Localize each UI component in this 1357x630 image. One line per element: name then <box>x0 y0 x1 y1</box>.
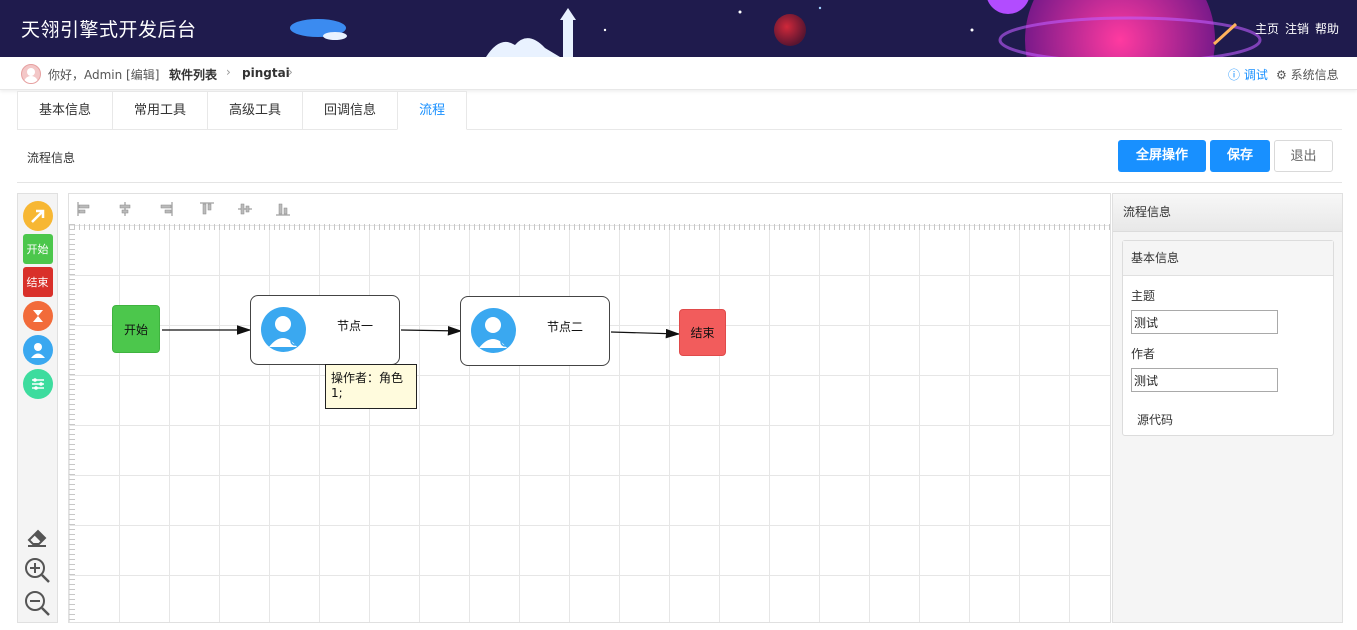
start-node[interactable]: 开始 <box>112 305 160 353</box>
ruler-top <box>69 224 1110 230</box>
sliders-icon <box>22 368 53 399</box>
help-link[interactable]: 帮助 <box>1314 22 1339 36</box>
breadcrumb-chevron-icon: › <box>288 65 293 79</box>
section-label: 流程信息 <box>27 151 76 165</box>
task-node-1-label: 节点一 <box>337 319 374 333</box>
author-label: 作者 <box>1131 347 1156 361</box>
debug-label: 调试 <box>1243 68 1268 82</box>
align-bottom-icon[interactable] <box>276 202 290 216</box>
save-button[interactable]: 保存 <box>1210 140 1270 172</box>
align-top-icon[interactable] <box>200 202 214 216</box>
subject-label: 主题 <box>1131 289 1156 303</box>
info-icon: ⓘ <box>1228 68 1244 82</box>
align-center-icon[interactable] <box>118 202 132 216</box>
tab-bar: 基本信息 常用工具 高级工具 回调信息 流程 <box>17 91 1342 130</box>
palette-connector[interactable] <box>22 200 53 231</box>
basic-info-box: 基本信息 主题 作者 源代码 <box>1122 240 1334 436</box>
palette-end[interactable]: 结束 <box>22 266 53 297</box>
align-toolbar <box>69 194 1110 224</box>
ruler-left <box>69 224 75 622</box>
task-node-1[interactable]: 节点一 <box>250 295 400 365</box>
flow-canvas[interactable]: 开始 节点一 节点二 结束 操作者：角色1; <box>68 193 1111 623</box>
tab-basic-info[interactable]: 基本信息 <box>17 91 114 129</box>
breadcrumb-chevron-icon: › <box>226 65 231 79</box>
tab-flow[interactable]: 流程 <box>397 91 468 130</box>
home-link[interactable]: 主页 <box>1254 22 1279 36</box>
exit-button[interactable]: 退出 <box>1274 140 1333 172</box>
tab-common-tools[interactable]: 常用工具 <box>112 91 209 129</box>
edge-task2-to-end <box>610 328 681 339</box>
user-greeting[interactable]: 你好，Admin [编辑] <box>48 68 160 82</box>
hourglass-icon <box>22 300 53 331</box>
subject-input[interactable] <box>1131 310 1278 334</box>
properties-panel: 流程信息 基本信息 主题 作者 源代码 <box>1112 193 1343 623</box>
palette-start[interactable]: 开始 <box>22 233 53 264</box>
system-info-label: 系统信息 <box>1290 68 1339 82</box>
palette-task[interactable] <box>22 334 53 365</box>
end-node[interactable]: 结束 <box>679 309 726 356</box>
basic-info-title: 基本信息 <box>1123 241 1333 276</box>
user-icon <box>261 307 306 352</box>
align-right-icon[interactable] <box>159 202 173 216</box>
node-palette: 开始 结束 <box>17 193 58 623</box>
logout-link[interactable]: 注销 <box>1284 22 1309 36</box>
breadcrumb-pingtai[interactable]: pingtai <box>242 66 290 80</box>
user-bar: 你好，Admin [编辑] 软件列表 › pingtai › ⓘ 调试 ⚙ 系统… <box>0 57 1357 90</box>
breadcrumb-software-list[interactable]: 软件列表 <box>169 68 218 82</box>
task-node-2-label: 节点二 <box>547 320 584 334</box>
tab-advanced-tools[interactable]: 高级工具 <box>207 91 304 129</box>
author-input[interactable] <box>1131 368 1278 392</box>
avatar-icon <box>24 68 38 83</box>
palette-subflow[interactable] <box>22 368 53 399</box>
avatar <box>21 64 41 84</box>
source-code-link[interactable]: 源代码 <box>1137 413 1174 427</box>
arrow-icon <box>22 200 53 231</box>
flow-edges <box>162 325 681 339</box>
user-icon <box>471 308 516 353</box>
task-node-2[interactable]: 节点二 <box>460 296 610 366</box>
app-header: 天翎引擎式开发后台 主页 注销 帮助 <box>0 0 1357 57</box>
header-links: 主页 注销 帮助 <box>1255 20 1339 37</box>
app-title: 天翎引擎式开发后台 <box>21 19 197 41</box>
tab-callback-info[interactable]: 回调信息 <box>302 91 399 129</box>
edge-task1-to-task2 <box>400 325 463 336</box>
palette-timer[interactable] <box>22 300 53 331</box>
debug-link[interactable]: ⓘ 调试 <box>1228 66 1268 83</box>
palette-end-label: 结束 <box>22 266 53 297</box>
system-info-link[interactable]: ⚙ 系统信息 <box>1276 66 1339 83</box>
user-icon <box>22 334 53 365</box>
properties-panel-title: 流程信息 <box>1113 194 1342 232</box>
zoom-in-icon[interactable] <box>23 556 51 584</box>
align-middle-icon[interactable] <box>238 202 252 216</box>
header-decoration <box>290 0 1262 57</box>
eraser-icon[interactable] <box>23 522 51 550</box>
gear-icon: ⚙ <box>1276 68 1291 82</box>
fullscreen-button[interactable]: 全屏操作 <box>1118 140 1206 172</box>
node-tooltip: 操作者：角色1; <box>325 364 417 409</box>
divider <box>17 182 1342 183</box>
palette-start-label: 开始 <box>22 233 53 264</box>
zoom-out-icon[interactable] <box>23 589 51 617</box>
align-left-icon[interactable] <box>77 202 91 216</box>
